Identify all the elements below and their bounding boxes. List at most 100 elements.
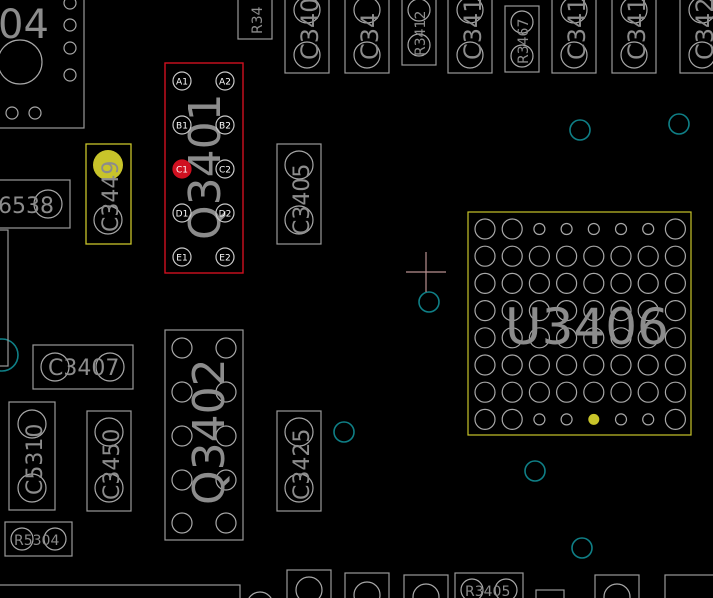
u3406-ball[interactable] (474, 300, 496, 322)
u3406-ball[interactable] (637, 327, 659, 349)
via[interactable] (418, 291, 440, 313)
u3406-ball[interactable] (664, 300, 687, 322)
u3406-ball[interactable] (664, 245, 687, 267)
u3406-ball[interactable] (501, 218, 523, 240)
q3401-pin-e1[interactable] (172, 247, 192, 267)
component-c3450[interactable]: C3450 (86, 410, 132, 512)
u3406-ball[interactable] (528, 272, 551, 294)
component-partial-bottom-d[interactable] (535, 589, 565, 598)
u3406-ball[interactable] (610, 245, 632, 267)
component-partial-bottom-f[interactable] (664, 574, 713, 598)
u3406-ball[interactable] (501, 408, 523, 430)
u3406-ball[interactable] (610, 300, 632, 322)
q3401-pin-c2[interactable] (215, 159, 235, 179)
q3402-pad[interactable] (215, 512, 237, 534)
component-partial-bottom-left[interactable] (0, 584, 241, 598)
u3406-ball[interactable] (501, 327, 523, 349)
u3406-ball[interactable] (610, 327, 632, 349)
component-u3406[interactable]: U3406 (467, 211, 692, 436)
u3406-ball[interactable] (664, 381, 687, 403)
component-c341-top-b[interactable]: C341 (551, 0, 597, 74)
u3406-ball[interactable] (528, 300, 551, 322)
q3401-pin-c1[interactable] (172, 159, 192, 179)
q3401-pin-d2[interactable] (215, 203, 235, 223)
component-r34-top[interactable]: R34 (237, 0, 273, 40)
u3406-ball[interactable] (560, 413, 573, 426)
q3402-pad[interactable] (215, 469, 237, 491)
u3406-ball[interactable] (474, 218, 496, 240)
q3402-pad[interactable] (215, 337, 237, 359)
u3406-ball[interactable] (560, 222, 573, 236)
u3406-ball[interactable] (664, 408, 687, 430)
component-partial-bottom-e[interactable] (594, 574, 640, 598)
u3406-ball[interactable] (583, 300, 605, 322)
u3406-ball[interactable] (637, 272, 659, 294)
q3401-pin-b2[interactable] (215, 115, 235, 135)
component-c342-top[interactable]: C342 (679, 0, 713, 74)
u3406-ball[interactable] (587, 222, 600, 236)
q3402-pad[interactable] (171, 425, 193, 447)
u3406-ball[interactable] (474, 272, 496, 294)
u3406-ball[interactable] (583, 327, 605, 349)
component-partial-04[interactable]: 04 (0, 0, 85, 129)
u3406-ball[interactable] (533, 413, 546, 426)
q3402-pad[interactable] (171, 337, 193, 359)
u3406-ball[interactable] (664, 327, 687, 349)
u3406-ball[interactable] (610, 354, 632, 376)
q3402-pad[interactable] (215, 381, 237, 403)
q3401-pin-b1[interactable] (172, 115, 192, 135)
u3406-ball[interactable] (637, 381, 659, 403)
component-c341-top-a[interactable]: C341 (447, 0, 493, 74)
u3406-ball[interactable] (637, 354, 659, 376)
highlighted-pad[interactable] (93, 150, 123, 180)
component-r3467[interactable]: R3467 (504, 5, 540, 73)
component-c3405[interactable]: C3405 (276, 143, 322, 245)
via[interactable] (569, 119, 591, 141)
q3402-pad[interactable] (171, 469, 193, 491)
u3406-ball[interactable] (642, 413, 655, 426)
u3406-ball[interactable] (501, 300, 523, 322)
component-c5310[interactable]: C5310 (8, 401, 56, 511)
u3406-ball[interactable] (664, 354, 687, 376)
u3406-ball[interactable] (664, 218, 687, 240)
component-c34-top[interactable]: C34 (344, 0, 390, 74)
u3406-ball[interactable] (583, 381, 605, 403)
q3401-pin-e2[interactable] (215, 247, 235, 267)
component-q3402[interactable]: Q3402 (164, 329, 244, 541)
component-r3412[interactable]: R3412 (401, 0, 437, 66)
component-partial-bottom-b[interactable] (344, 572, 390, 598)
u3406-ball[interactable] (555, 300, 578, 322)
u3406-ball[interactable] (501, 245, 523, 267)
q3401-pin-d1[interactable] (172, 203, 192, 223)
u3406-ball[interactable] (474, 327, 496, 349)
u3406-ball[interactable] (614, 222, 628, 236)
component-partial-6538[interactable]: 6538 (0, 179, 71, 229)
component-partial-bottom-c[interactable] (403, 574, 449, 598)
component-c341-top-c[interactable]: C341 (611, 0, 657, 74)
via[interactable] (0, 338, 19, 372)
component-c340-top[interactable]: C340 (284, 0, 330, 74)
component-partial-left-edge[interactable] (0, 229, 9, 367)
via[interactable] (571, 537, 593, 559)
u3406-ball[interactable] (555, 327, 578, 349)
via[interactable] (333, 421, 355, 443)
u3406-ball[interactable] (528, 245, 551, 267)
via[interactable] (668, 113, 690, 135)
u3406-ball[interactable] (610, 272, 632, 294)
u3406-ball[interactable] (555, 272, 578, 294)
u3406-ball[interactable] (474, 408, 496, 430)
q3402-pad[interactable] (171, 512, 193, 534)
u3406-ball[interactable] (637, 300, 659, 322)
q3402-pad[interactable] (215, 425, 237, 447)
u3406-ball[interactable] (555, 354, 578, 376)
component-partial-bottom-a[interactable] (286, 569, 332, 598)
u3406-ball[interactable] (614, 413, 628, 426)
u3406-ball[interactable] (501, 381, 523, 403)
u3406-ball[interactable] (501, 354, 523, 376)
u3406-ball[interactable] (637, 245, 659, 267)
q3402-pad[interactable] (171, 381, 193, 403)
component-r3405[interactable]: R3405 (454, 572, 524, 598)
